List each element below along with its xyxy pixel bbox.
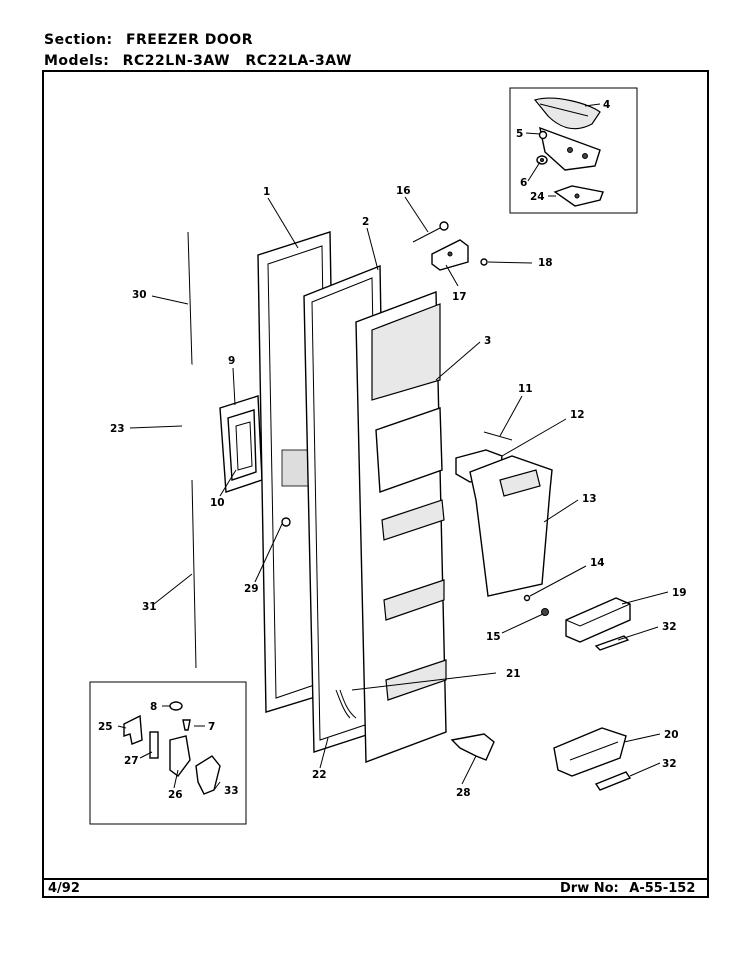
part-4-hinge-cover	[533, 97, 601, 130]
drawing-number: A-55-152	[629, 881, 696, 896]
section-line: Section: FREEZER DOOR	[44, 32, 253, 48]
part-8-bushing	[169, 701, 183, 711]
callout-33: 33	[224, 785, 239, 797]
part-19-door-shelf	[565, 597, 631, 643]
callout-2: 2	[362, 216, 369, 228]
callout-7: 7	[208, 721, 215, 733]
part-7-screw	[182, 719, 191, 731]
part-16-hinge-pin	[412, 221, 449, 243]
callout-22: 22	[312, 769, 327, 781]
callout-24: 24	[530, 191, 545, 203]
callout-6: 6	[520, 177, 527, 189]
part-21-wire-harness	[335, 689, 357, 719]
part-29-screw	[281, 517, 291, 527]
callout-10: 10	[210, 497, 225, 509]
section-value: FREEZER DOOR	[125, 32, 253, 48]
models-label: Models:	[44, 53, 110, 69]
part-17-hinge-bracket	[431, 239, 469, 271]
lower-hinge-inset-box	[89, 681, 247, 825]
part-15-screw	[541, 608, 549, 616]
part-5-6-hinge-plate	[536, 126, 601, 171]
part-3-door-liner	[355, 290, 447, 764]
callout-9: 9	[228, 355, 235, 367]
callout-12: 12	[570, 409, 585, 421]
part-25-hinge	[123, 714, 143, 745]
hinge-inset-box	[509, 87, 638, 214]
callout-15: 15	[486, 631, 501, 643]
callout-4: 4	[603, 99, 610, 111]
callout-21: 21	[506, 668, 521, 680]
part-9-dispenser-frame	[219, 395, 263, 493]
callout-1: 1	[263, 186, 270, 198]
callout-16: 16	[396, 185, 411, 197]
callout-5: 5	[516, 128, 523, 140]
callout-29: 29	[244, 583, 259, 595]
callout-18: 18	[538, 257, 553, 269]
callout-13: 13	[582, 493, 597, 505]
part-33-cam	[195, 755, 221, 795]
part-27-pin	[149, 731, 159, 759]
part-32-shelf-trim-lower	[594, 771, 632, 791]
part-31-handle-rod-lower	[191, 479, 197, 669]
footer-date: 4/92	[48, 881, 80, 896]
part-23-handle	[180, 364, 195, 479]
part-13-dispenser-housing	[469, 455, 553, 597]
model-1: RC22LN-3AW	[122, 53, 231, 69]
model-2: RC22LA-3AW	[245, 53, 352, 69]
callout-8: 8	[150, 701, 157, 713]
callout-27: 27	[124, 755, 139, 767]
callout-14: 14	[590, 557, 605, 569]
callout-30: 30	[132, 289, 147, 301]
section-label: Section:	[44, 32, 113, 48]
drawing-frame	[42, 70, 709, 898]
part-20-door-shelf	[553, 727, 627, 777]
callout-19: 19	[672, 587, 687, 599]
leader-lines	[117, 103, 669, 791]
callout-25: 25	[98, 721, 113, 733]
models-line: Models: RC22LN-3AW RC22LA-3AW	[44, 53, 352, 69]
part-11-spring	[483, 431, 513, 441]
callout-20: 20	[664, 729, 679, 741]
part-28-actuator	[450, 733, 495, 761]
part-30-handle-rod-upper	[187, 231, 193, 366]
callout-3: 3	[484, 335, 491, 347]
callout-32-upper: 32	[662, 621, 677, 633]
drawing-label: Drw No:	[560, 881, 619, 896]
part-26-cam	[169, 735, 191, 777]
callout-17: 17	[452, 291, 467, 303]
callout-23: 23	[110, 423, 125, 435]
part-18-screw	[480, 258, 488, 266]
footer-divider	[42, 878, 709, 880]
callout-11: 11	[518, 383, 533, 395]
footer-drawing-number: Drw No: A-55-152	[560, 881, 695, 896]
callout-31: 31	[142, 601, 157, 613]
part-14-washer	[523, 594, 531, 602]
callout-28: 28	[456, 787, 471, 799]
callout-32-lower: 32	[662, 758, 677, 770]
callout-26: 26	[168, 789, 183, 801]
part-24-shim	[553, 185, 604, 207]
